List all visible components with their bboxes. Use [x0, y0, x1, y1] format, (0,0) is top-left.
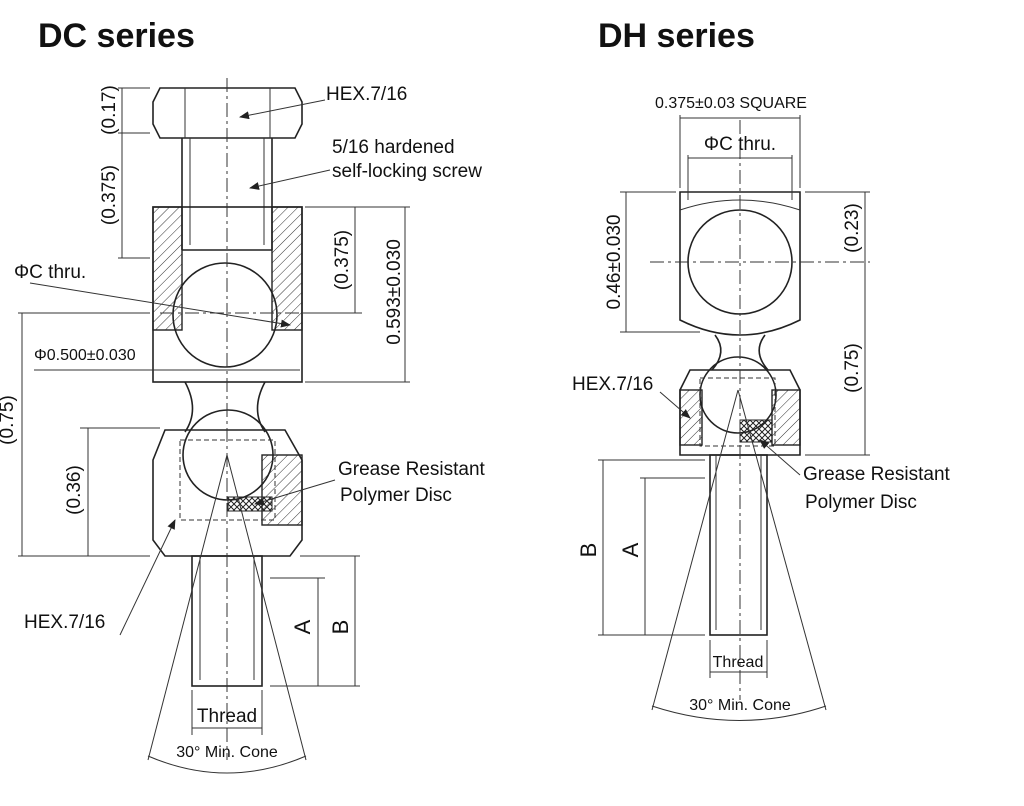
dh-dimensions — [598, 115, 870, 721]
dc-dim-017: (0.17) — [99, 85, 120, 135]
dh-threaded-stud — [709, 454, 768, 636]
dc-hex-bottom-label: HEX.7/16 — [24, 612, 105, 633]
dh-cone-label: 30° Min. Cone — [689, 697, 791, 714]
dc-lower-nut — [152, 409, 303, 557]
dc-dim-0593: 0.593±0.030 — [384, 239, 405, 345]
dh-grease-label-1: Grease Resistant — [803, 464, 951, 485]
dc-dim-a: A — [290, 619, 315, 634]
dc-cone-label: 30° Min. Cone — [176, 744, 278, 761]
dh-dim-046: 0.46±0.030 — [604, 215, 625, 310]
dc-screw-label-2: self-locking screw — [332, 161, 482, 182]
dh-dim-075: (0.75) — [842, 343, 863, 393]
dc-dim-b: B — [328, 620, 353, 635]
dc-phi-c-label: ΦC thru. — [14, 262, 86, 283]
dc-dimensions — [18, 87, 410, 774]
dc-screw-head — [152, 87, 303, 139]
dh-thread-label: Thread — [713, 654, 764, 671]
dh-housing — [679, 356, 801, 456]
dh-dim-b: B — [576, 543, 601, 558]
dh-neck-right — [758, 334, 769, 371]
dc-dim-036: (0.36) — [64, 465, 85, 515]
dh-phi-c-label: ΦC thru. — [704, 134, 776, 155]
dc-title: DC series — [38, 17, 195, 55]
dc-leaders — [29, 99, 336, 636]
dc-grease-label-2: Polymer Disc — [340, 485, 452, 506]
dc-thread-label: Thread — [197, 706, 257, 727]
dh-leaders — [659, 391, 801, 476]
dc-screw-label-1: 5/16 hardened — [332, 137, 455, 158]
dc-neck-right — [256, 381, 266, 433]
dc-grease-label-1: Grease Resistant — [338, 459, 486, 480]
dh-grease-label-2: Polymer Disc — [805, 492, 917, 513]
dc-phi-500-label: Φ0.500±0.030 — [34, 347, 136, 364]
dh-dim-a: A — [618, 542, 643, 557]
dh-dim-023: (0.23) — [842, 203, 863, 253]
dc-hex-top-label: HEX.7/16 — [326, 84, 407, 105]
dh-neck-left — [711, 334, 722, 371]
dc-neck-left — [184, 381, 194, 433]
dh-hex-label: HEX.7/16 — [572, 374, 653, 395]
dc-dim-075: (0.75) — [0, 395, 18, 445]
dc-ball — [172, 262, 278, 368]
dh-title: DH series — [598, 17, 755, 55]
dh-square-label: 0.375±0.03 SQUARE — [655, 95, 807, 112]
dc-dim-0375b: (0.375) — [332, 230, 353, 290]
dc-dim-0375a: (0.375) — [99, 165, 120, 225]
